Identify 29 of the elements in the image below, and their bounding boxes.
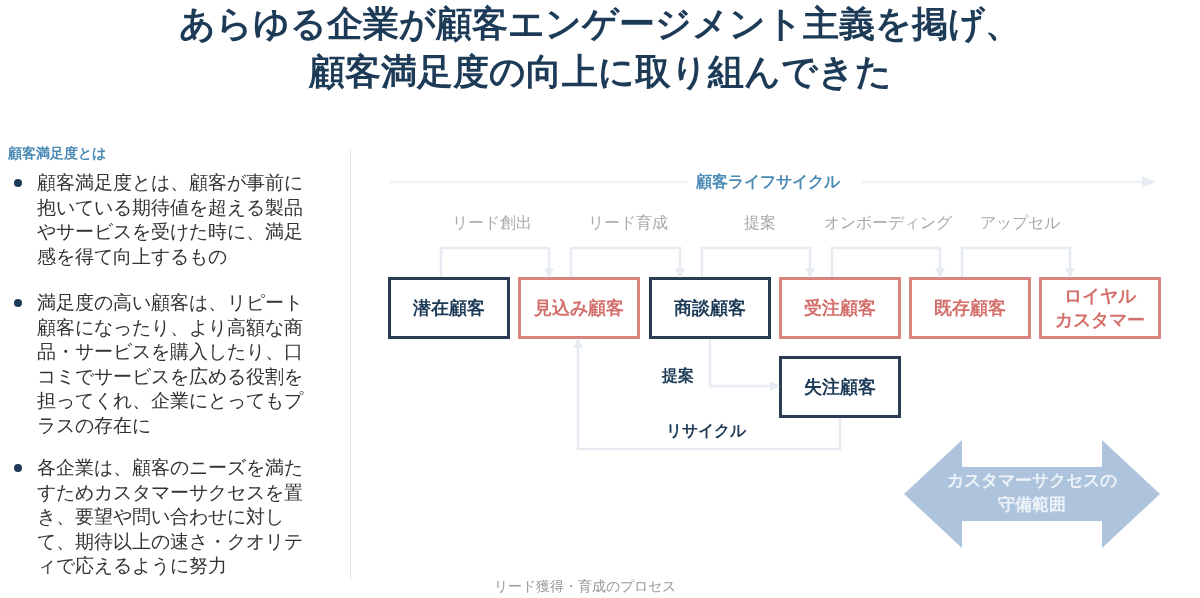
section-heading: 顧客満足度とは (8, 145, 106, 163)
stage-box: ロイヤルカスタマー (1039, 277, 1161, 339)
edge-label: アップセル (980, 213, 1060, 234)
lifecycle-label: 顧客ライフサイクル (696, 172, 840, 193)
arrow (569, 246, 685, 278)
bullet-text: 顧客満足度とは、顧客が事前に抱いている期待値を超える製品やサービスを受けた時に、満足感を得て向上するもの (37, 170, 304, 268)
edge-label: 提案 (662, 366, 694, 387)
arrow (830, 246, 945, 278)
bullet-text: 各企業は、顧客のニーズを満たすためカスタマーサクセスを置き、要望や問い合わせに対して、期待以上の速さ・クオリティで応えるように努力 (37, 455, 304, 578)
shape-text: カスタマーサクセスの守備範囲 (946, 469, 1118, 516)
arrow (573, 338, 842, 451)
stage-box: 受注顧客 (779, 277, 901, 339)
edge-label: オンボーディング (824, 213, 952, 234)
stage-box: 見込み顧客 (518, 277, 640, 339)
arrow (708, 339, 780, 391)
edge-label: リード育成 (588, 213, 668, 234)
bullet-text: 満足度の高い顧客は、リピート顧客になったり、より高額な商品・サービスを購入したり、口コミでサービスを広める役割を担ってくれ、企業にとってもプラスの存在に (37, 290, 305, 437)
title: あらゆる企業が顧客エンゲージメント主義を掲げ、顧客満足度の向上に取り組んできた (178, 2, 1022, 94)
arrow (439, 246, 554, 278)
stage-box: 失注顧客 (779, 356, 901, 418)
edge-label: リード創出 (452, 213, 532, 234)
stage-box: 商談顧客 (649, 277, 771, 339)
caption: リード獲得・育成のプロセス (493, 578, 677, 596)
arrow (700, 246, 815, 278)
edge-label: 提案 (744, 213, 776, 234)
arrow (960, 246, 1075, 278)
stage-box: 既存顧客 (909, 277, 1031, 339)
stage-box: 潜在顧客 (388, 277, 510, 339)
edge-label: リサイクル (666, 421, 746, 442)
